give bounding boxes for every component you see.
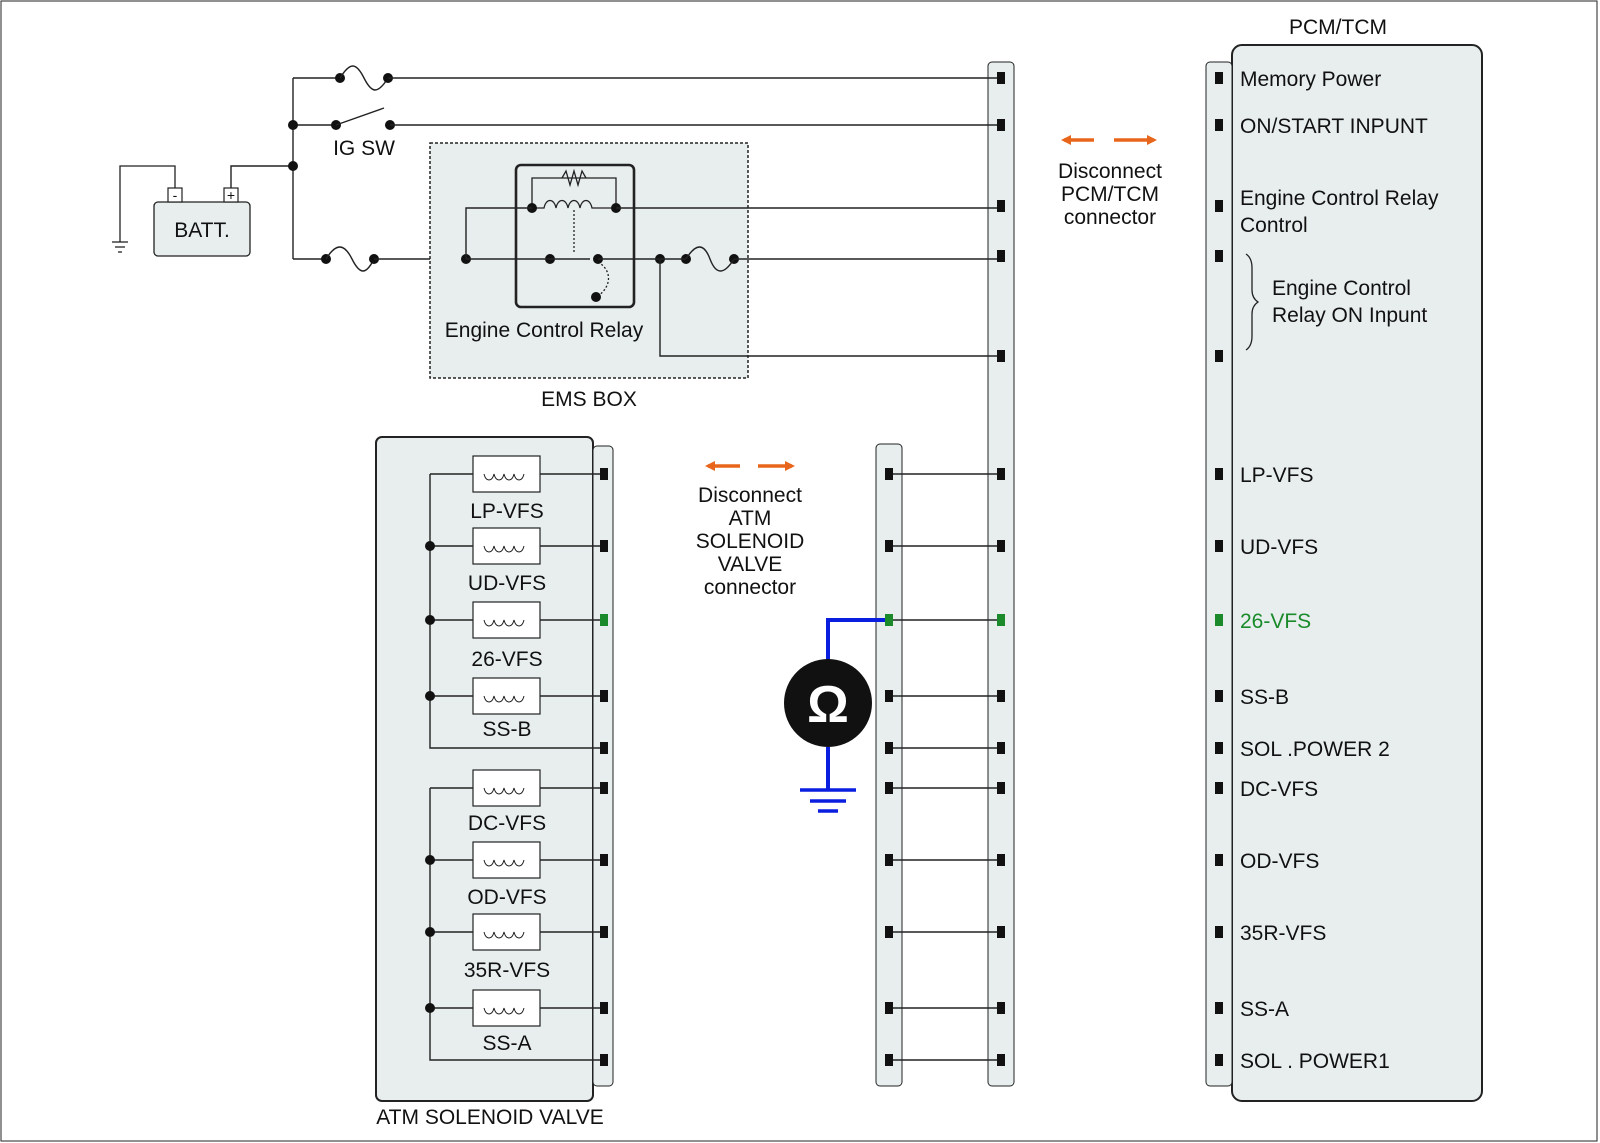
solenoid-dc-vfs: DC-VFS: [468, 769, 546, 835]
pcm-label-ss-a: SS-A: [1240, 998, 1289, 1021]
solenoid-ss-a: SS-A: [472, 989, 541, 1055]
pcm-label-sol-power-1: SOL . POWER1: [1240, 1050, 1390, 1073]
solenoid-26-vfs: 26-VFS: [471, 601, 543, 671]
disconnect-atm-annotation: Disconnect ATM SOLENOID VALVE connector: [696, 461, 805, 599]
svg-text:ATM: ATM: [729, 507, 772, 530]
atm-label: ATM SOLENOID VALVE: [376, 1106, 604, 1129]
battery-box: [153, 201, 251, 257]
pcm-pin-labels: Memory Power ON/START INPUNT Engine Cont…: [1240, 68, 1439, 1073]
relay-internals: [531, 168, 617, 297]
pcm-label-ecr-control-2: Control: [1240, 214, 1308, 237]
svg-text:SS-B: SS-B: [482, 718, 531, 741]
svg-text:connector: connector: [704, 576, 796, 599]
ems-wires: [465, 207, 997, 357]
svg-text:SS-A: SS-A: [482, 1032, 531, 1055]
ohm-symbol: Ω: [807, 676, 849, 734]
disconnect-pcm-annotation: Disconnect PCM/TCM connector: [1058, 135, 1162, 229]
solenoid-od-vfs: OD-VFS: [467, 841, 547, 909]
pcm-label-od-vfs: OD-VFS: [1240, 850, 1319, 873]
pcm-label-lp-vfs: LP-VFS: [1240, 464, 1314, 487]
ground-symbol-battery: [112, 165, 176, 253]
disconnect-pcm-line3: connector: [1064, 206, 1156, 229]
svg-text:OD-VFS: OD-VFS: [467, 886, 546, 909]
solenoid-35r-vfs: 35R-VFS: [464, 913, 550, 982]
pcm-pins: [1215, 72, 1223, 1066]
relay-label: Engine Control Relay: [445, 319, 644, 342]
svg-text:SOLENOID: SOLENOID: [696, 530, 805, 553]
pcm-label-memory-power: Memory Power: [1240, 68, 1381, 91]
svg-text:-: -: [173, 187, 178, 203]
svg-text:VALVE: VALVE: [718, 553, 783, 576]
pcm-label-on-start: ON/START INPUNT: [1240, 115, 1428, 138]
svg-text:+: +: [227, 187, 235, 203]
ig-sw-label: IG SW: [333, 137, 395, 160]
atm-group1-junctions: [425, 541, 435, 701]
svg-text:Disconnect: Disconnect: [698, 484, 802, 507]
atm-group2-junctions: [425, 855, 435, 1013]
disconnect-pcm-line2: PCM/TCM: [1061, 183, 1159, 206]
harness-connector-strip: [987, 61, 1015, 1087]
engine-control-relay: [514, 163, 636, 309]
ohmmeter-icon: [784, 659, 872, 747]
svg-text:35R-VFS: 35R-VFS: [464, 959, 550, 982]
pcm-label-ss-b: SS-B: [1240, 686, 1289, 709]
pcm-label-ecr-control: Engine Control Relay: [1240, 187, 1439, 210]
atm-group1-wires: [429, 473, 600, 749]
pcm-label-ecr-on-2: Relay ON Inpunt: [1272, 304, 1427, 327]
disconnect-pcm-line1: Disconnect: [1058, 160, 1162, 183]
atm-pins: [600, 468, 608, 1066]
pcm-label-26-vfs: 26-VFS: [1240, 610, 1311, 633]
atm-harness-pins: [885, 468, 893, 1066]
pcm-label-35r-vfs: 35R-VFS: [1240, 922, 1326, 945]
pcm-label-ud-vfs: UD-VFS: [1240, 536, 1318, 559]
pcm-connector-strip: [1205, 61, 1233, 1087]
battery: BATT. - +: [153, 187, 251, 257]
bus-junctions: [288, 120, 298, 171]
ohmmeter: Ω: [784, 618, 885, 813]
svg-text:LP-VFS: LP-VFS: [470, 500, 544, 523]
battery-label: BATT.: [174, 219, 230, 242]
ignition-switch: IG SW: [331, 107, 997, 160]
solenoid-ss-b: SS-B: [472, 677, 541, 741]
harness-pins: [997, 72, 1005, 1066]
fuse-memory-power: [335, 65, 997, 91]
svg-text:DC-VFS: DC-VFS: [468, 812, 546, 835]
pcm-brace: [1245, 253, 1260, 351]
svg-text:UD-VFS: UD-VFS: [468, 572, 546, 595]
solenoid-coils: LP-VFS UD-VFS 26-VFS SS-B DC-VFS OD-VFS: [464, 455, 550, 1055]
ems-box-label: EMS BOX: [541, 388, 637, 411]
solenoid-ud-vfs: UD-VFS: [468, 527, 546, 595]
pcm-label-ecr-on: Engine Control: [1272, 277, 1411, 300]
ground-symbol-meter: [800, 788, 856, 813]
solenoid-lp-vfs: LP-VFS: [470, 455, 544, 523]
pcm-label-dc-vfs: DC-VFS: [1240, 778, 1318, 801]
atm-group2-wires: [429, 787, 600, 1061]
svg-text:26-VFS: 26-VFS: [471, 648, 542, 671]
pcm-title: PCM/TCM: [1289, 16, 1387, 39]
atm-harness-connector-strip: [875, 443, 903, 1087]
pcm-label-sol-power-2: SOL .POWER 2: [1240, 738, 1390, 761]
relay-nodes: [461, 203, 739, 302]
harness-wires: [893, 473, 997, 1061]
